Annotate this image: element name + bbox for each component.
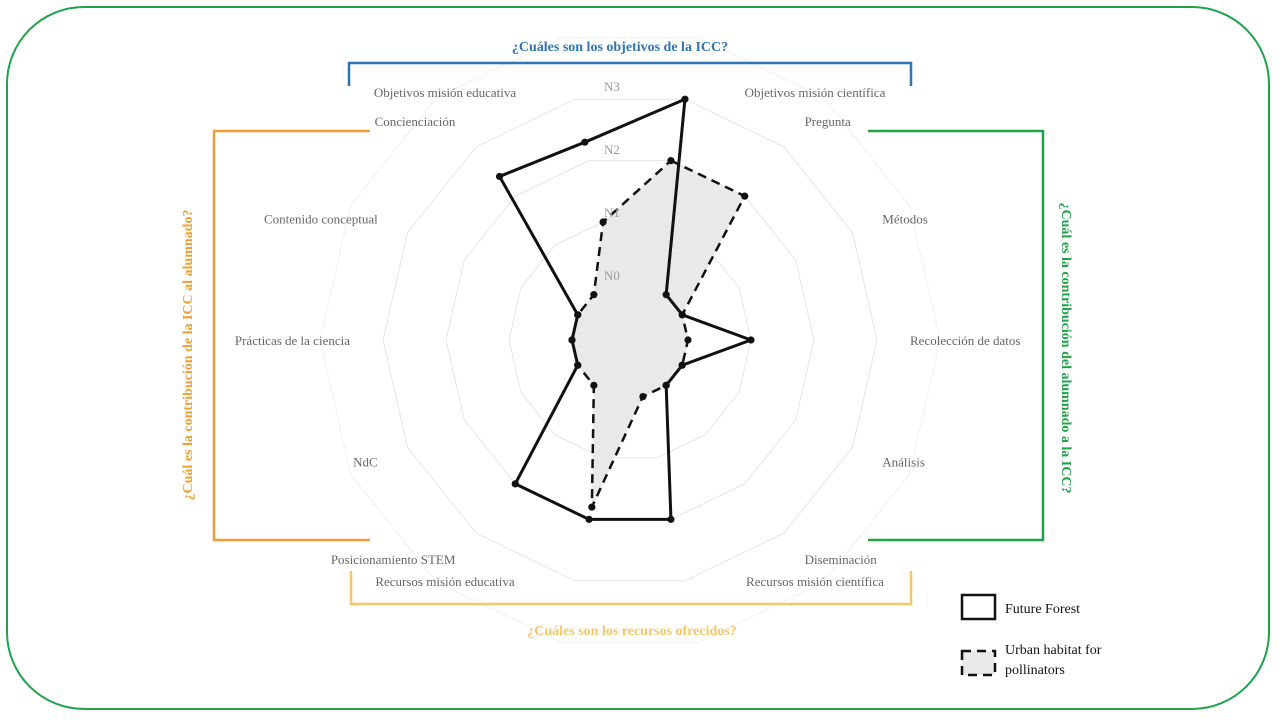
axis-label-13: Objetivos misión educativa <box>374 85 516 100</box>
resources-question: ¿Cuáles son los recursos ofrecidos? <box>527 624 736 639</box>
radar-level-labels: N0 N1 N2 N3 <box>604 79 620 283</box>
point-future-forest-6 <box>667 515 675 523</box>
point-future-forest-13 <box>581 138 589 146</box>
resources-bracket: ¿Cuáles son los recursos ofrecidos? <box>349 571 913 639</box>
radar-series <box>495 95 755 523</box>
level-label-n2: N2 <box>604 142 620 157</box>
point-urban-habitat-for-pollinators-0 <box>667 157 675 165</box>
axis-label-6: Recursos misión científica <box>746 574 884 589</box>
axis-label-3: Recolección de datos <box>910 333 1020 348</box>
series-area-urban-habitat-for-pollinators <box>570 159 746 509</box>
axis-label-10: Prácticas de la ciencia <box>235 333 350 348</box>
level-label-n3: N3 <box>604 79 620 94</box>
axis-label-4: Análisis <box>882 454 925 469</box>
axis-label-12: Concienciación <box>375 114 456 129</box>
legend: Future Forest Urban habitat for pollinat… <box>960 593 1102 678</box>
point-urban-habitat-for-pollinators-12 <box>590 291 598 299</box>
point-urban-habitat-for-pollinators-1 <box>741 192 749 200</box>
slide-frame <box>6 6 1270 710</box>
student-left-bracket: ¿Cuál es la contribución de la ICC al al… <box>181 129 370 542</box>
objectives-bracket: ¿Cuáles son los objetivos de la ICC? <box>347 40 913 86</box>
axis-label-7: Recursos misión educativa <box>375 574 515 589</box>
point-future-forest-11 <box>574 311 582 319</box>
legend-label-urban-habitat-line2: pollinators <box>1005 663 1065 678</box>
point-future-forest-4 <box>678 361 686 369</box>
objectives-question: ¿Cuáles son los objetivos de la ICC? <box>512 40 728 55</box>
axis-label-5: Diseminación <box>805 552 878 567</box>
axis-label-0: Objetivos misión científica <box>745 85 886 100</box>
point-future-forest-9 <box>574 361 582 369</box>
student-left-question: ¿Cuál es la contribución de la ICC al al… <box>181 210 196 501</box>
point-future-forest-2 <box>678 311 686 319</box>
axis-label-9: NdC <box>353 454 378 469</box>
axis-label-2: Métodos <box>882 212 928 227</box>
point-future-forest-8 <box>511 480 519 488</box>
point-future-forest-10 <box>568 336 576 344</box>
student-right-question: ¿Cuál es la contribución del alumnado a … <box>1058 203 1073 494</box>
point-future-forest-3 <box>747 336 755 344</box>
point-urban-habitat-for-pollinators-8 <box>590 381 598 389</box>
student-right-bracket: ¿Cuál es la contribución del alumnado a … <box>868 129 1073 542</box>
legend-label-future-forest: Future Forest <box>1005 602 1080 617</box>
grid-ring-n3 <box>382 98 878 582</box>
grid-ring-outer <box>319 37 941 643</box>
point-future-forest-1 <box>662 291 670 299</box>
point-future-forest-5 <box>662 381 670 389</box>
axis-label-1: Pregunta <box>805 114 851 129</box>
point-urban-habitat-for-pollinators-3 <box>684 336 692 344</box>
radar-axis-labels: Objetivos misión científicaPreguntaMétod… <box>235 85 1021 589</box>
legend-label-urban-habitat-line1: Urban habitat for <box>1005 643 1102 658</box>
axis-label-8: Posicionamiento STEM <box>331 552 456 567</box>
point-urban-habitat-for-pollinators-7 <box>588 503 596 511</box>
point-urban-habitat-for-pollinators-6 <box>639 392 647 401</box>
point-future-forest-7 <box>585 515 593 523</box>
point-future-forest-12 <box>495 172 504 181</box>
level-label-n0: N0 <box>604 268 620 283</box>
point-future-forest-0 <box>681 95 689 103</box>
legend-swatch-urban-habitat <box>960 649 997 677</box>
axis-label-11: Contenido conceptual <box>264 212 378 227</box>
level-label-n1: N1 <box>604 205 620 220</box>
legend-swatch-future-forest <box>960 593 997 621</box>
point-urban-habitat-for-pollinators-13 <box>599 218 607 226</box>
